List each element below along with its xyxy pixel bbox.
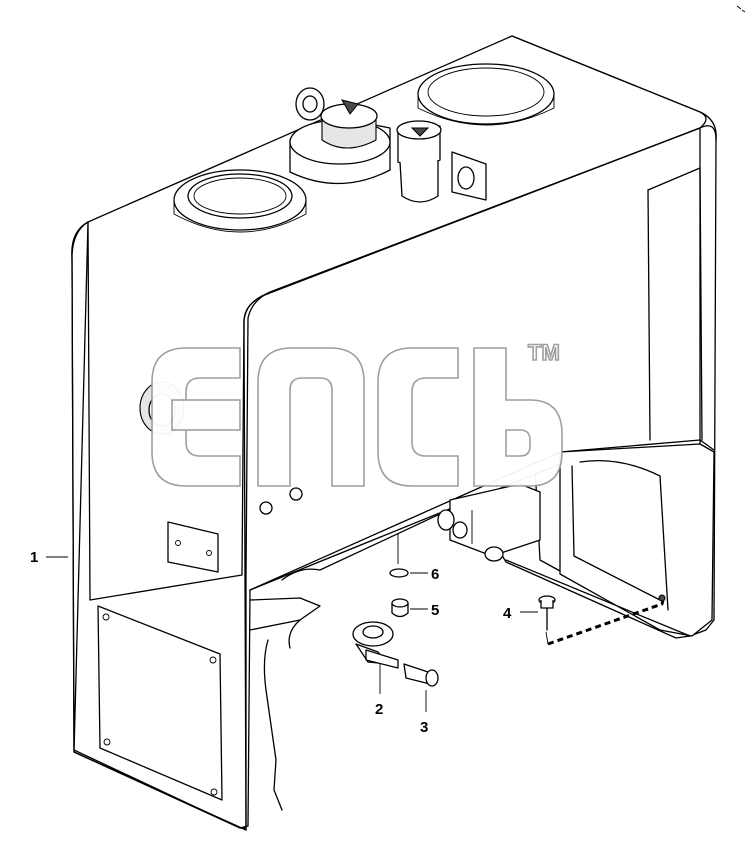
callout-label-3: 3 (420, 719, 428, 736)
corner-mark (736, 5, 746, 13)
callout-label-4: 4 (503, 605, 512, 622)
callout-2: 2 (375, 664, 383, 718)
valve-block (437, 483, 541, 562)
callout-label-1: 1 (30, 549, 38, 566)
callout-3: 3 (420, 690, 428, 736)
callout-1: 1 (30, 549, 68, 566)
callout-label-6: 6 (431, 566, 439, 583)
part-3-adapter-fitting (403, 663, 439, 687)
part-4-bolt (538, 595, 556, 645)
callout-label-2: 2 (375, 701, 383, 718)
bolt-installation-path (547, 595, 666, 646)
callout-5: 5 (410, 602, 439, 619)
mounting-hole (658, 594, 666, 602)
top-cover-plate-right (417, 63, 555, 126)
callout-label-5: 5 (431, 602, 439, 619)
callout-4: 4 (503, 605, 538, 622)
top-flange-left (173, 169, 307, 233)
part-6-o-ring (389, 534, 409, 578)
lifting-lug (451, 151, 487, 201)
part-2-swivel-elbow (352, 621, 399, 669)
cnh-watermark: TM (151, 339, 563, 487)
breather-filler-assembly (289, 87, 442, 203)
callout-6: 6 (410, 566, 439, 583)
watermark-trademark: TM (528, 340, 560, 365)
part-5-plug (391, 598, 409, 618)
